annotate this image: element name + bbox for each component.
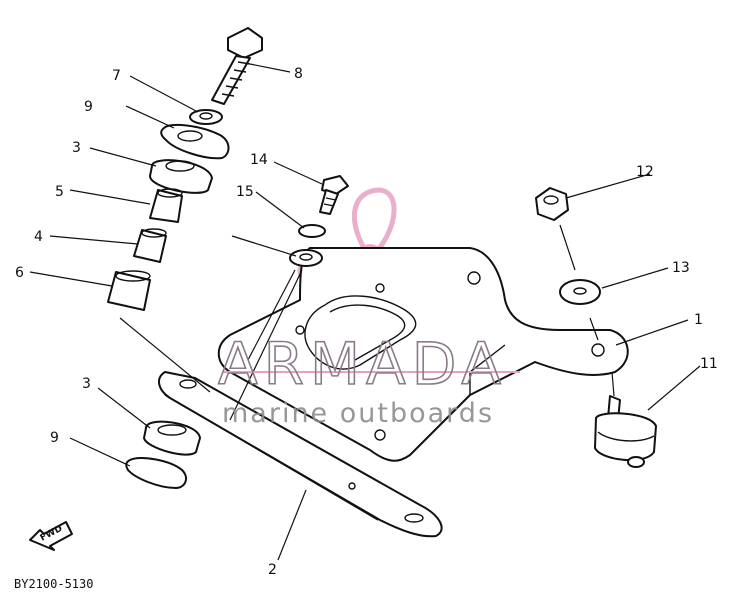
bolt-7	[211, 27, 263, 105]
leader-lines	[29, 63, 701, 561]
washer-9-upper	[160, 123, 230, 160]
washer-14	[298, 224, 326, 238]
callout-1: 1	[694, 312, 703, 328]
callout-9-upper: 9	[84, 99, 93, 115]
callout-13: 14	[250, 152, 268, 168]
callout-14: 15	[236, 184, 254, 200]
alignment-lines	[119, 224, 615, 421]
callout-4: 4	[34, 229, 43, 245]
bolt-13	[319, 175, 349, 215]
callout-9-lower: 9	[50, 430, 59, 446]
callout-3-lower: 3	[82, 376, 91, 392]
damper-mount-10	[594, 395, 657, 468]
watermark-brand: ARMADA	[218, 330, 507, 398]
washer-12	[559, 279, 601, 305]
rubber-mount-3-lower	[143, 420, 201, 456]
callout-5: 5	[55, 184, 64, 200]
bracket-plate	[217, 247, 629, 462]
washer-9-lower	[125, 457, 187, 489]
callout-8: 7	[112, 68, 121, 84]
callout-11: 12	[636, 164, 654, 180]
watermark-text: ARMADA marine outboards	[217, 329, 520, 429]
callout-12: 13	[672, 260, 690, 276]
watermark-tagline: marine outboards	[222, 398, 494, 429]
rubber-mount-3-upper	[149, 159, 213, 194]
collar-5	[149, 188, 183, 223]
callout-2: 2	[268, 562, 277, 578]
forward-arrow: FWD	[29, 521, 73, 551]
washer-15	[289, 249, 323, 267]
sleeve-4	[133, 228, 167, 263]
callout-6: 6	[15, 265, 24, 281]
spacer-6	[107, 270, 151, 311]
callout-10: 11	[700, 356, 718, 372]
diagram-code: BY2100-5130	[14, 577, 93, 591]
lower-rail-plate	[158, 371, 443, 538]
callout-7: 8	[294, 66, 303, 82]
washer-8	[189, 109, 223, 125]
nut-11	[535, 187, 569, 221]
callout-numbers: 7 9 3 5 4 6 8 14 15 12 13 1 11 3 9 2	[15, 66, 718, 578]
callout-3-upper: 3	[72, 140, 81, 156]
